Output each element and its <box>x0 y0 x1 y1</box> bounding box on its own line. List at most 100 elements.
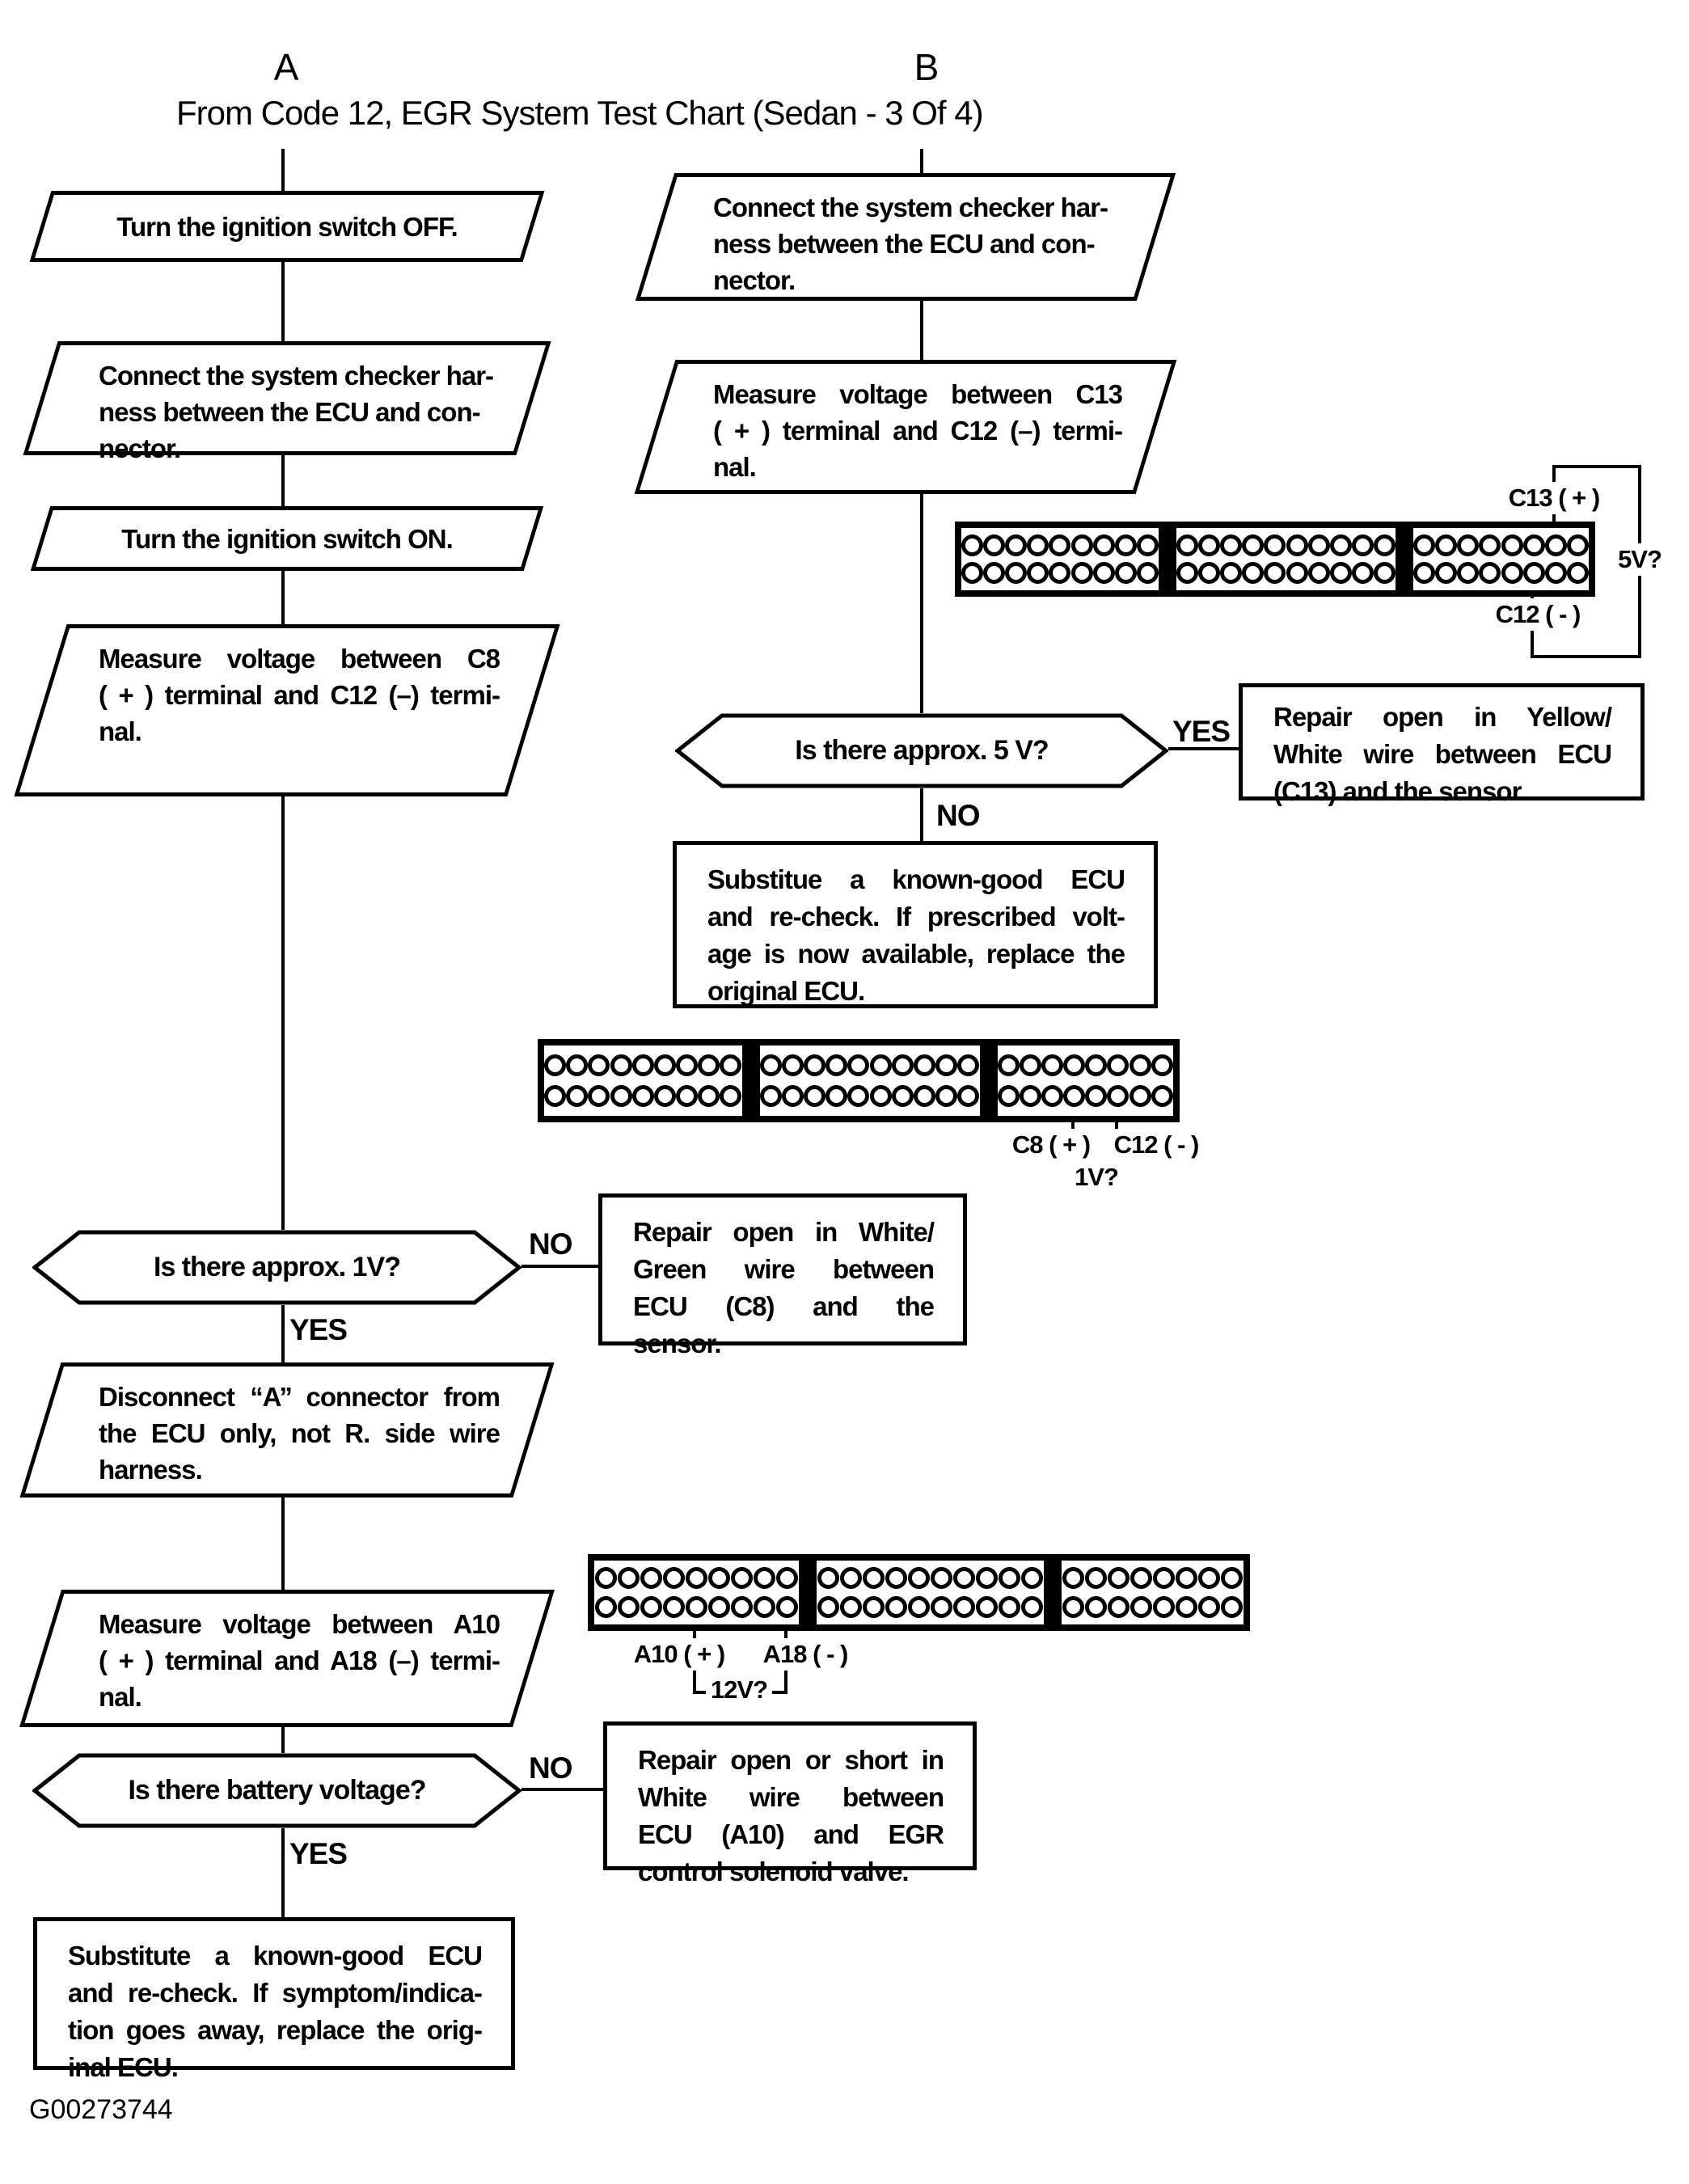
pin <box>1501 562 1523 585</box>
pin-row <box>1413 562 1589 585</box>
text-line: (C13) and the sensor. <box>1273 776 1527 806</box>
pin <box>1544 534 1567 556</box>
text-line: Disconnect ‘‘A’’ connector from <box>99 1382 500 1412</box>
decision-text: Is there approx. 5 V? <box>795 735 1049 766</box>
pin <box>1264 562 1286 585</box>
pin <box>1151 1085 1173 1107</box>
pin <box>1136 534 1159 556</box>
pin-row <box>1062 1567 1244 1590</box>
pin <box>1176 1595 1198 1618</box>
pin <box>1176 1567 1198 1590</box>
flow-line <box>281 1727 285 1753</box>
pin-label-c13: C13 ( + ) <box>1503 482 1605 514</box>
pin <box>781 1085 804 1107</box>
text-line: ness between the ECU and con- <box>99 397 481 427</box>
pin <box>983 534 1006 556</box>
pin <box>676 1054 699 1076</box>
pin <box>663 1567 685 1590</box>
step-measure-a10: Measure voltage between A10( + ) termina… <box>19 1590 555 1727</box>
pin <box>1041 1085 1063 1107</box>
text-line: Connect the system checker har- <box>713 192 1108 222</box>
pin <box>1435 562 1458 585</box>
pin <box>817 1567 839 1590</box>
repair-yellow-white-wire-box: Repair open in Yellow/White wire between… <box>1239 683 1645 806</box>
connector-section <box>594 1561 799 1624</box>
pin-row <box>961 562 1159 585</box>
pin <box>1153 1567 1176 1590</box>
pin <box>1176 534 1199 556</box>
pin <box>588 1085 610 1107</box>
pin <box>1479 534 1501 556</box>
text-line: Substitue a known-good ECU <box>707 864 1125 894</box>
pin <box>804 1085 826 1107</box>
step-text: Turn the ignition switch ON. <box>40 506 534 571</box>
pin <box>961 562 984 585</box>
flow-line <box>281 455 285 506</box>
pin <box>566 1054 589 1076</box>
pin <box>1566 534 1589 556</box>
pin <box>1041 1054 1063 1076</box>
step-connect-harness-b: Connect the system checker har-ness betw… <box>635 173 1176 301</box>
pin <box>1457 562 1480 585</box>
pin-row <box>759 1085 980 1107</box>
text-line: age is now available, replace the <box>707 939 1125 969</box>
text-line: ECU (A10) and EGR <box>638 1819 944 1849</box>
pin <box>618 1567 640 1590</box>
pin <box>731 1595 753 1618</box>
pin-label-a18: A18 ( - ) <box>758 1638 853 1671</box>
pin <box>640 1595 662 1618</box>
pin <box>1479 562 1501 585</box>
pin <box>776 1567 798 1590</box>
pin <box>1413 562 1436 585</box>
pin-row <box>817 1567 1044 1590</box>
pin <box>908 1595 930 1618</box>
pin <box>1544 562 1567 585</box>
text-line: Repair open or short in <box>638 1745 944 1775</box>
pin-row <box>1062 1595 1244 1618</box>
pin <box>1264 534 1286 556</box>
pin <box>913 1054 935 1076</box>
pin <box>1373 534 1396 556</box>
pin-label-c8: C8 ( + ) <box>1007 1129 1096 1161</box>
text-line: and re-check. If prescribed volt- <box>707 902 1125 931</box>
hexagon-shape <box>32 1230 521 1305</box>
text-line: tion goes away, replace the orig- <box>68 2015 483 2045</box>
pin <box>885 1595 907 1618</box>
pin <box>1070 562 1093 585</box>
ecu-connector-bottom <box>588 1554 1250 1631</box>
pin <box>869 1054 892 1076</box>
pin <box>891 1085 914 1107</box>
text-line: ( + ) terminal and C12 (–) termi- <box>99 680 500 710</box>
pin <box>610 1085 632 1107</box>
flow-line <box>920 494 923 713</box>
pin <box>1242 534 1265 556</box>
pin <box>618 1595 640 1618</box>
decision-approx-1v: Is there approx. 1V? <box>32 1230 521 1305</box>
text-line: ECU (C8) and the <box>633 1291 935 1321</box>
flow-line <box>920 149 923 173</box>
pin <box>1107 1085 1130 1107</box>
pin <box>976 1567 998 1590</box>
step-ignition-on: Turn the ignition switch ON. <box>30 506 544 571</box>
pin <box>1151 1054 1173 1076</box>
text-line: inal ECU. <box>68 2052 179 2082</box>
pin <box>1114 562 1137 585</box>
pin <box>1085 1595 1108 1618</box>
pin <box>686 1567 707 1590</box>
step-measure-c8: Measure voltage between C8( + ) terminal… <box>14 624 560 796</box>
voltage-label-1v: 1V? <box>1070 1161 1123 1193</box>
connector-section <box>961 528 1159 590</box>
pin <box>847 1054 870 1076</box>
pin <box>931 1595 952 1618</box>
decision-text: Is there approx. 1V? <box>154 1252 401 1282</box>
hexagon-shape <box>32 1753 521 1828</box>
pin <box>840 1567 862 1590</box>
pin <box>1220 562 1243 585</box>
text-line: and re-check. If symptom/indica- <box>68 1978 483 2008</box>
pin <box>913 1085 935 1107</box>
action-text: Substitue a known-good ECU and re-check. … <box>677 845 1154 1010</box>
